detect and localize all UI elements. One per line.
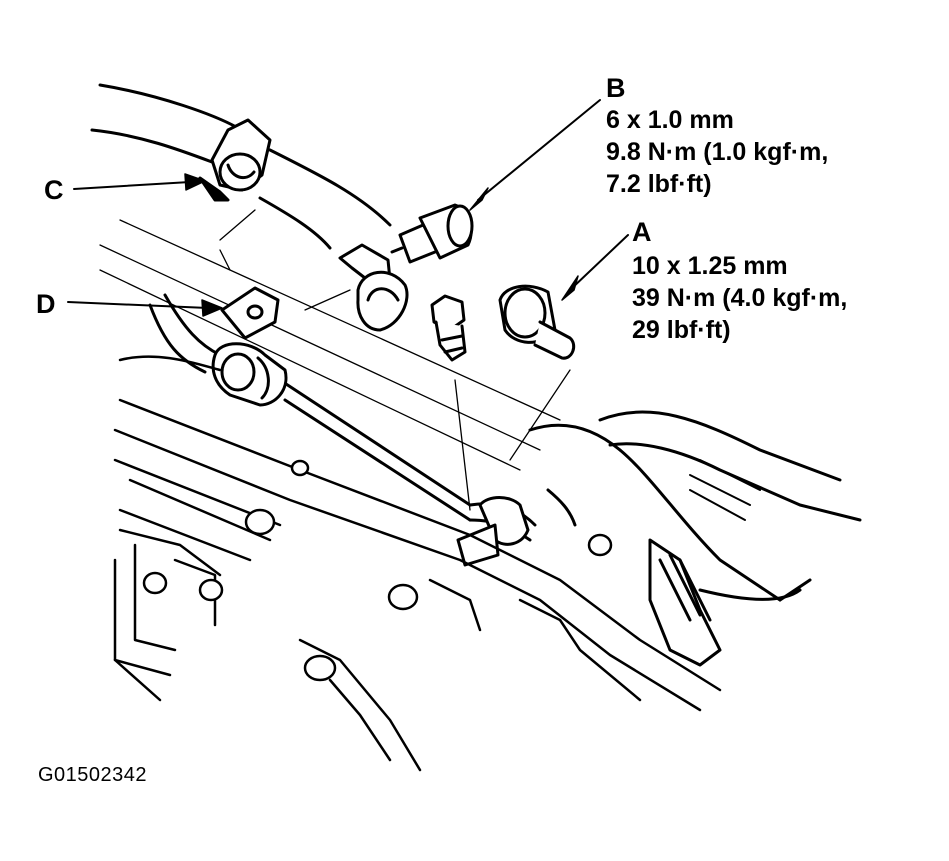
right-intake-pipe	[528, 410, 862, 667]
bolt-a	[498, 284, 576, 360]
bolt-middle	[430, 294, 467, 362]
block-bosses	[142, 459, 613, 682]
upper-hose-lines	[90, 83, 392, 250]
callout-a-letter: A	[632, 217, 652, 247]
callout-b-torque-lbf: 7.2 lbf·ft)	[606, 170, 712, 198]
callout-b-letter: B	[606, 73, 626, 103]
right-fins	[689, 459, 761, 521]
callout-b-torque: 9.8 N·m (1.0 kgf·m,	[606, 138, 829, 166]
lower-bracket	[456, 496, 530, 567]
clamp-halves	[338, 243, 409, 332]
callout-a-size: 10 x 1.25 mm	[632, 252, 788, 280]
callout-d-letter: D	[36, 289, 56, 319]
leader-lines	[67, 99, 629, 317]
frame-lines	[99, 209, 571, 511]
callout-a-torque-lbf: 29 lbf·ft)	[632, 316, 731, 344]
callout-a-torque: 39 N·m (4.0 kgf·m,	[632, 284, 848, 312]
engine-block	[113, 355, 722, 772]
bracket-d	[220, 286, 280, 340]
figure-code: G01502342	[38, 764, 148, 786]
lower-rubber-clamp	[211, 342, 288, 407]
callout-b-size: 6 x 1.0 mm	[606, 106, 734, 134]
callout-c-letter: C	[44, 175, 64, 205]
bolt-b	[390, 203, 474, 264]
lower-hose	[148, 293, 537, 542]
clamp-c	[198, 118, 272, 202]
